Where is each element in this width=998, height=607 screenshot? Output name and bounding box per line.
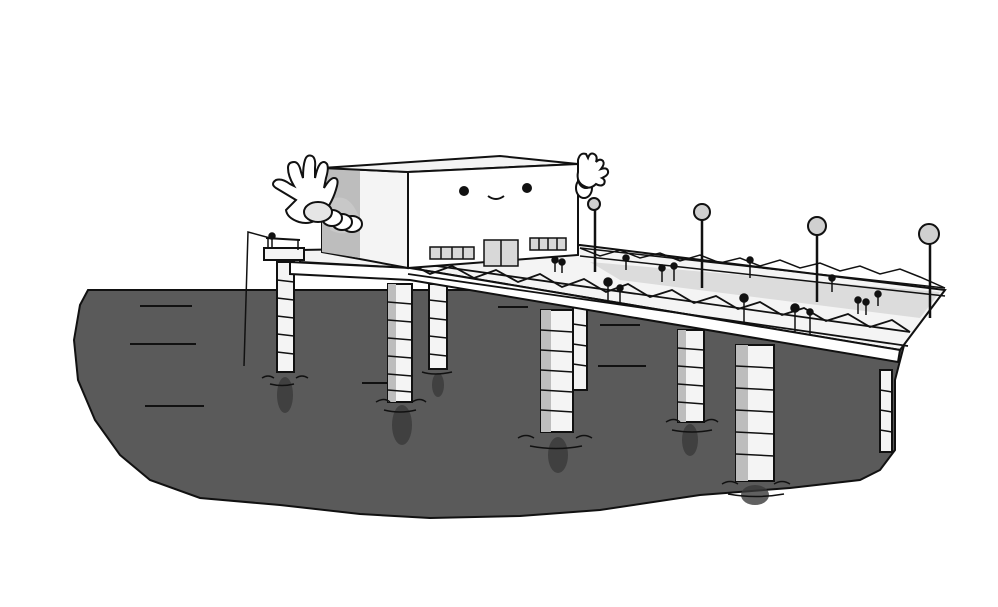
pillar — [572, 305, 588, 391]
people-on-pier — [268, 232, 882, 334]
lamp-post — [587, 197, 601, 272]
pillar — [375, 283, 427, 413]
person-figure — [746, 256, 754, 278]
pillar — [879, 369, 893, 453]
person-figure — [828, 274, 836, 292]
person-figure — [558, 258, 566, 273]
robot-eye-right — [522, 183, 532, 193]
robot-left-arm — [272, 154, 363, 234]
building-door — [483, 239, 519, 267]
person-figure — [874, 290, 882, 306]
robot-building — [321, 154, 579, 270]
lamp-posts — [587, 197, 940, 318]
person-figure — [622, 254, 630, 270]
pillar — [665, 329, 719, 433]
person-figure — [603, 277, 613, 300]
person-figure — [670, 262, 678, 281]
person-figure — [862, 298, 870, 315]
person-figure — [790, 303, 800, 332]
robot-smile — [487, 195, 505, 200]
pillar — [261, 261, 309, 387]
lamp-post — [693, 203, 711, 288]
pillar — [721, 344, 791, 498]
pier-pillars — [261, 261, 893, 505]
pillar — [517, 309, 593, 450]
robot-face — [459, 183, 532, 200]
robot-right-hand — [576, 152, 610, 189]
deck-railing-front — [407, 261, 911, 347]
lamp-post — [918, 223, 940, 318]
person-figure — [268, 232, 276, 248]
robot-eye-left — [459, 186, 469, 196]
lamp-post — [807, 216, 827, 302]
deck-railing-back — [579, 247, 946, 297]
fishing-rod — [243, 231, 271, 367]
person-figure — [854, 296, 862, 314]
robot-left-hand — [272, 154, 339, 224]
person-figure — [806, 308, 814, 334]
building-windows — [429, 237, 567, 260]
person-figure — [616, 284, 624, 303]
person-figure — [739, 293, 749, 322]
person-figure — [658, 264, 666, 282]
robot-right-arm — [575, 152, 610, 199]
